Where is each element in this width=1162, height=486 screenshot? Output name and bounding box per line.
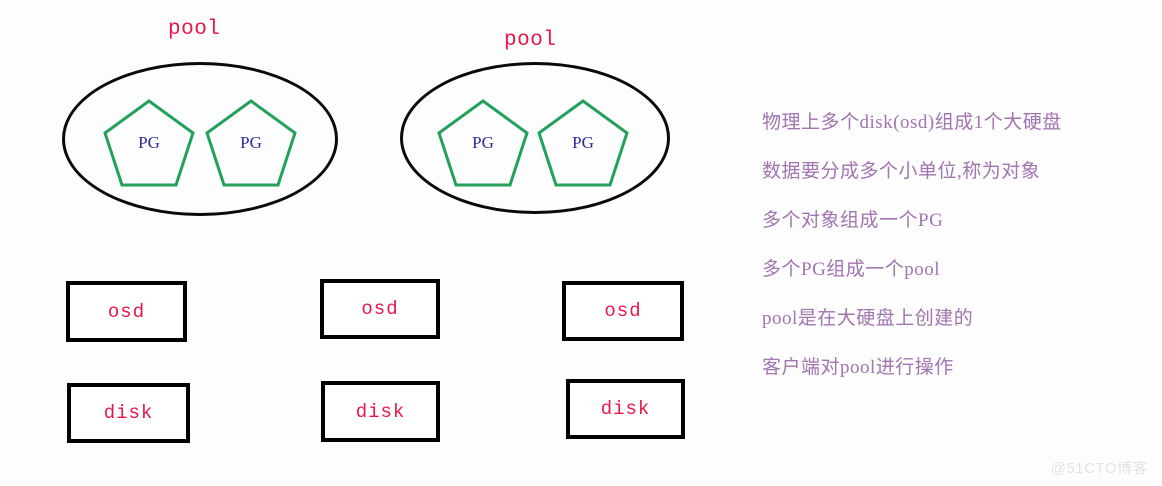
pool-group-2: pool PG PG <box>0 0 700 240</box>
note-line-6: 客户端对pool进行操作 <box>762 357 954 378</box>
osd-box-2: osd <box>320 279 440 339</box>
osd-box-1: osd <box>66 281 187 342</box>
pool-label-1: pool <box>168 18 221 41</box>
osd-box-label-1: osd <box>107 300 146 323</box>
pg-shape-2-1: PG <box>435 97 531 189</box>
note-line-4: 多个PG组成一个pool <box>762 259 941 280</box>
watermark: @51CTO博客 <box>1050 460 1148 477</box>
note-line-2: 数据要分成多个小单位,称为对象 <box>762 161 1041 182</box>
disk-box-label-1: disk <box>103 402 154 424</box>
note-line-5: pool是在大硬盘上创建的 <box>762 308 974 329</box>
pool-ellipse-2 <box>400 62 670 214</box>
osd-box-label-2: osd <box>361 298 399 320</box>
disk-box-label-3: disk <box>600 398 651 420</box>
osd-box-label-3: osd <box>604 300 642 322</box>
pool-label-2: pool <box>504 29 557 52</box>
notes-block: 物理上多个disk(osd)组成1个大硬盘 数据要分成多个小单位,称为对象 多个… <box>762 98 1152 392</box>
disk-box-label-2: disk <box>355 400 406 423</box>
disk-box-1: disk <box>67 383 190 443</box>
disk-box-3: disk <box>566 379 685 439</box>
pool-ellipse-1 <box>62 62 338 216</box>
disk-box-2: disk <box>321 381 440 442</box>
pg-shape-2-2: PG <box>535 97 631 189</box>
note-line-3: 多个对象组成一个PG <box>762 210 944 231</box>
osd-box-3: osd <box>562 281 684 341</box>
note-line-1: 物理上多个disk(osd)组成1个大硬盘 <box>762 112 1062 133</box>
